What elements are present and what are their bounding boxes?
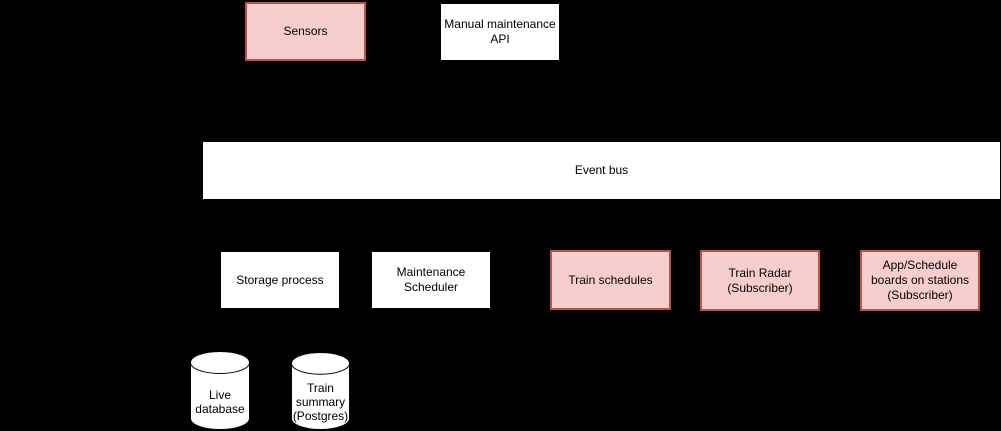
- live-database-label: Live database: [195, 387, 245, 416]
- storage-process-node: Storage process: [220, 251, 340, 309]
- database-cylinder-icon: [291, 352, 350, 430]
- train-summary-label: Train summary (Postgres): [292, 381, 349, 423]
- live-database-cylinder: Live database: [190, 351, 250, 430]
- app-schedule-boards-label: App/Schedule boards on stations (Subscri…: [870, 258, 970, 302]
- sensors-node: Sensors: [245, 2, 366, 61]
- manual-maintenance-api-node: Manual maintenance API: [440, 3, 560, 61]
- app-schedule-boards-node: App/Schedule boards on stations (Subscri…: [860, 250, 980, 311]
- maintenance-scheduler-label: Maintenance Scheduler: [396, 265, 466, 294]
- event-bus-label: Event bus: [574, 163, 629, 177]
- train-schedules-label: Train schedules: [568, 272, 653, 287]
- sensors-label: Sensors: [283, 24, 328, 38]
- train-radar-node: Train Radar (Subscriber): [700, 250, 820, 311]
- train-radar-label: Train Radar (Subscriber): [727, 265, 793, 295]
- manual-maintenance-api-label: Manual maintenance API: [444, 17, 556, 46]
- database-cylinder-icon: [190, 351, 250, 430]
- train-schedules-node: Train schedules: [550, 250, 671, 310]
- train-summary-cylinder: Train summary (Postgres): [291, 352, 350, 430]
- storage-process-label: Storage process: [236, 272, 324, 287]
- event-bus-node: Event bus: [202, 141, 1001, 200]
- maintenance-scheduler-node: Maintenance Scheduler: [371, 251, 491, 309]
